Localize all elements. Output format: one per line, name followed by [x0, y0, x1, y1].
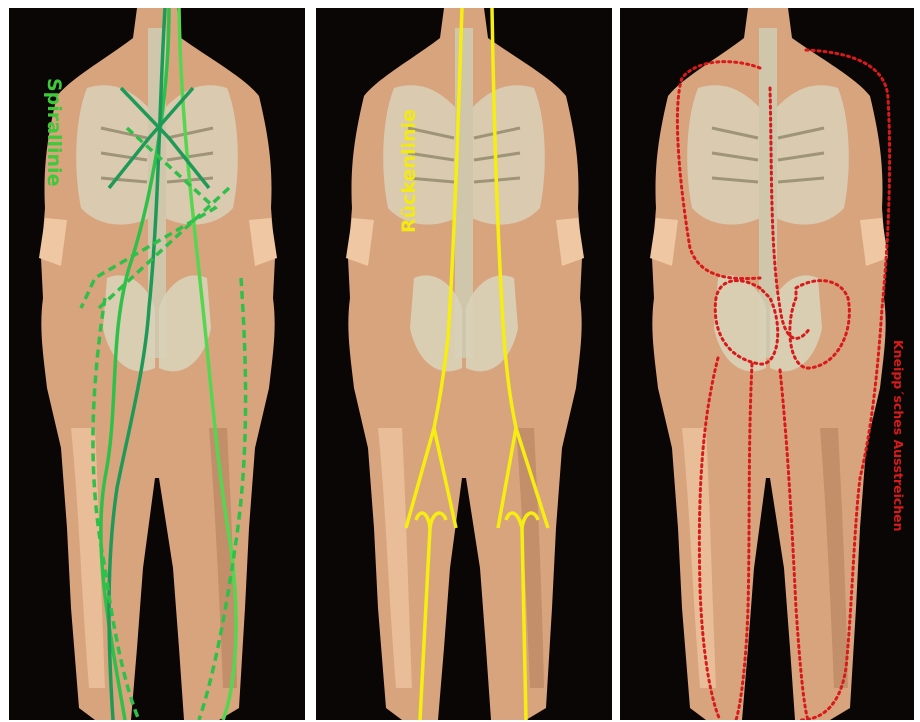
panel-kneipp-ausstreichen: Kneipp´sches Ausstreichen	[620, 8, 914, 720]
panel-spirallinie: Spirallinie	[9, 8, 305, 720]
panel-rueckenlinie: Rückenlinie	[316, 8, 612, 720]
human-back-figure-2	[316, 8, 612, 720]
kneipp-ausstreichen-label: Kneipp´sches Ausstreichen	[891, 340, 906, 532]
rueckenlinie-label: Rückenlinie	[398, 109, 420, 233]
spirallinie-label: Spirallinie	[43, 78, 65, 186]
human-back-figure-3	[620, 8, 914, 720]
